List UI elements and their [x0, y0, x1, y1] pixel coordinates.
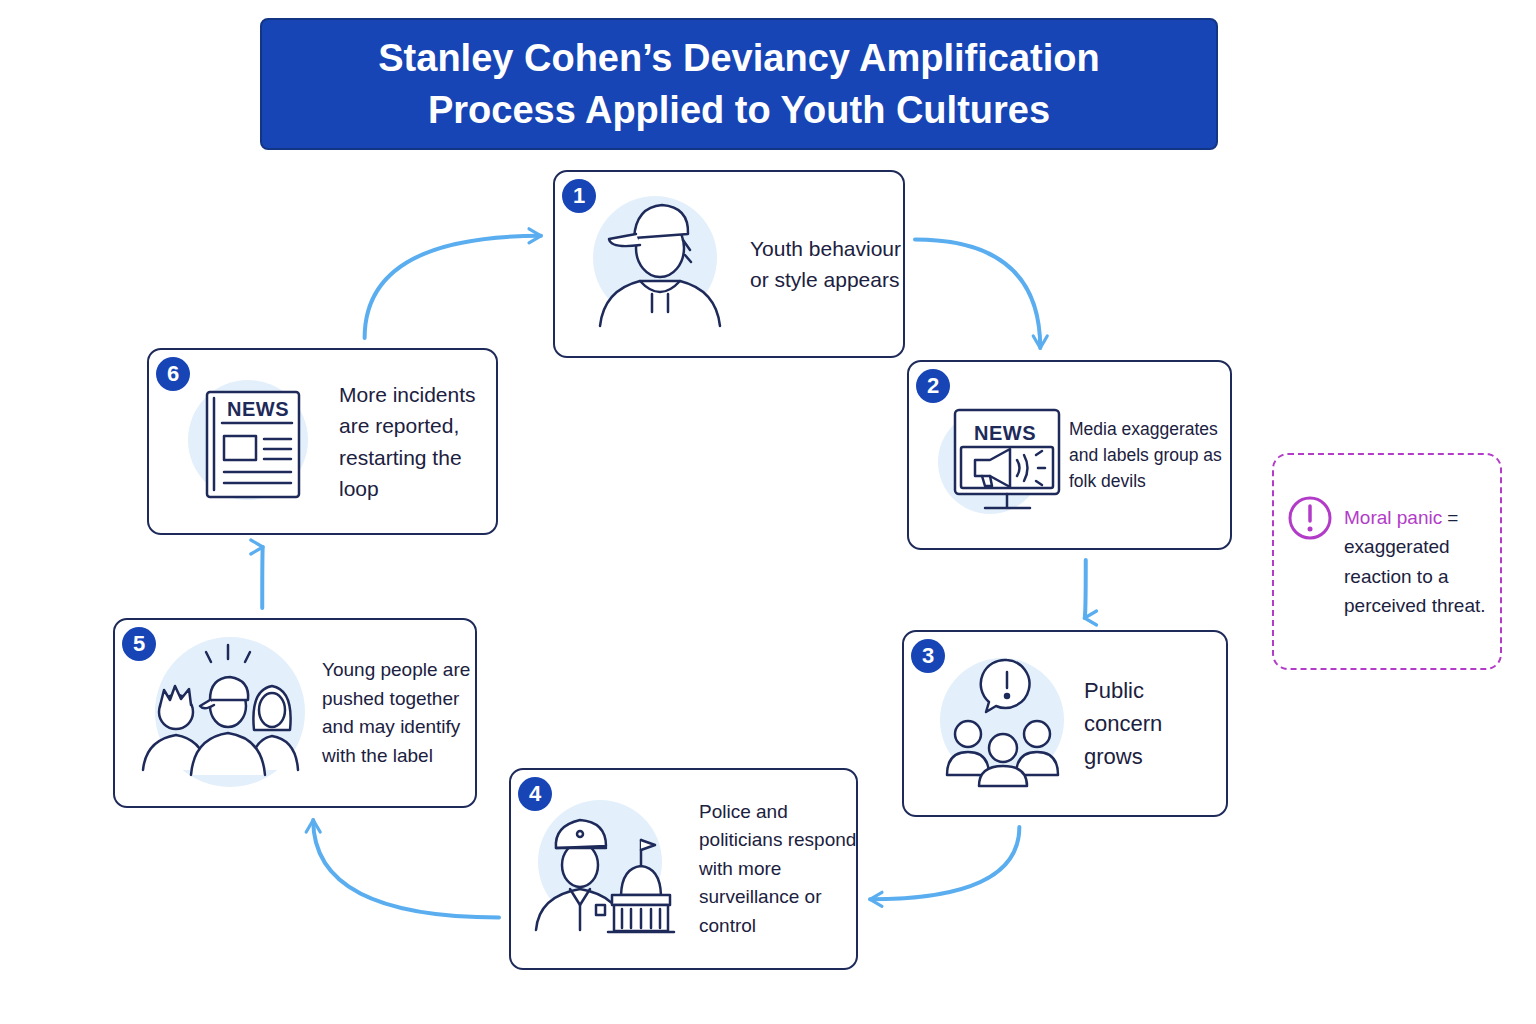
title-text: Stanley Cohen’s Deviancy Amplification P… [302, 32, 1176, 137]
callout-number: 1 [562, 179, 596, 213]
step-text: Youth behaviour or style appears [750, 233, 906, 296]
flow-arrow [365, 236, 541, 338]
text-stack: Media exaggerates and labels group as fo… [1069, 416, 1231, 495]
callout-number: 3 [911, 639, 945, 673]
warning-symbol-part [1290, 498, 1330, 538]
note-text: Moral panic= exaggerated reaction to a p… [1344, 503, 1496, 621]
flow-arrow [1085, 560, 1086, 618]
text-stack: More incidents are reported, restarting … [339, 379, 495, 505]
title-banner: Stanley Cohen’s Deviancy Amplification P… [260, 18, 1218, 150]
text-stack: Young people are pushed together and may… [322, 656, 476, 770]
process-box: Youth behaviour or style appears 1 [553, 170, 905, 358]
text-region: Public concern grows [1084, 632, 1224, 815]
flow-arrow [915, 240, 1040, 348]
process-box: More incidents are reported, restarting … [147, 348, 498, 535]
process-box: Police and politicians respond with more… [509, 768, 858, 970]
text-region: Moral panic= exaggerated reaction to a p… [1344, 455, 1496, 668]
flow-arrow [870, 827, 1019, 899]
text-stack: Youth behaviour or style appears [750, 233, 906, 296]
note-heading: Moral panic [1344, 507, 1442, 528]
callout-number: 4 [518, 777, 552, 811]
step-text: Young people are pushed together and may… [322, 656, 476, 770]
text-region: Young people are pushed together and may… [322, 620, 476, 806]
flow-arrow [313, 820, 499, 917]
note-callout: Moral panic= exaggerated reaction to a p… [1272, 453, 1502, 670]
text-region: Police and politicians respond with more… [699, 770, 857, 968]
process-box: Media exaggerates and labels group as fo… [907, 360, 1232, 550]
text-stack: Police and politicians respond with more… [699, 798, 857, 941]
step-text: More incidents are reported, restarting … [339, 379, 495, 505]
icon-label: NEWS [227, 398, 289, 421]
warning-symbol-part [1308, 527, 1313, 532]
step-text: Public concern grows [1084, 674, 1224, 773]
process-box: Young people are pushed together and may… [113, 618, 477, 808]
icon-label: NEWS [974, 422, 1036, 445]
process-box: Public concern grows 3 [902, 630, 1228, 817]
callout-number: 5 [122, 627, 156, 661]
callout-number: 2 [916, 369, 950, 403]
text-region: More incidents are reported, restarting … [339, 350, 495, 533]
text-region: Media exaggerates and labels group as fo… [1069, 362, 1231, 548]
step-text: Media exaggerates and labels group as fo… [1069, 416, 1231, 495]
warning-symbol-part [1308, 506, 1312, 521]
step-text: Police and politicians respond with more… [699, 798, 857, 941]
text-region: Youth behaviour or style appears [750, 172, 906, 356]
flow-arrow [260, 547, 265, 608]
callout-number: 6 [156, 357, 190, 391]
warning-symbol [1290, 498, 1330, 538]
text-stack: Public concern grows [1084, 674, 1224, 773]
